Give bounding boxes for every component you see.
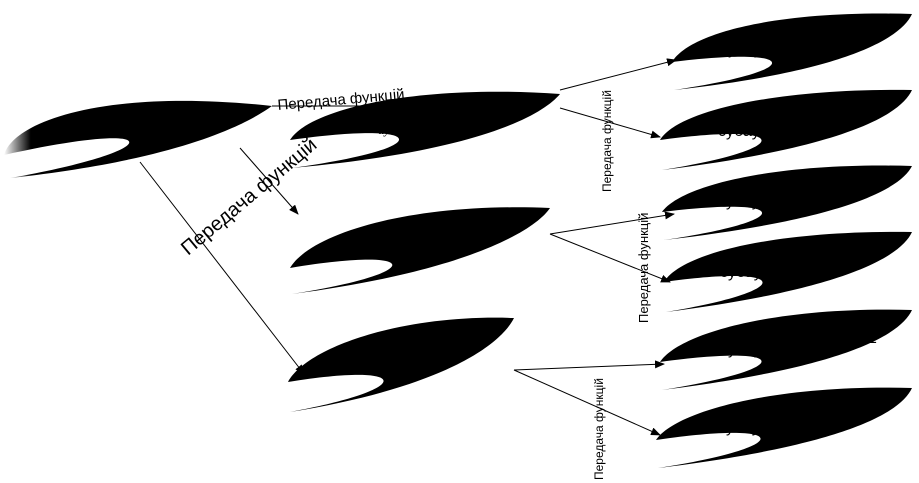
client-label: замовник	[92, 121, 149, 136]
subcontractor-label: субаутсорсер	[720, 264, 821, 281]
subcontractor-index: n	[854, 405, 863, 424]
subcontractor-label: субаутсорсер	[720, 41, 821, 58]
outsourcer-shape	[288, 317, 514, 412]
edge-label-outsourcer-n: Передача функцій	[592, 378, 606, 480]
outsourcer-index: n	[458, 338, 467, 357]
subcontractor-shape	[660, 309, 912, 390]
outsourcer-shape	[290, 91, 560, 168]
edge-label-client-diagonal: Передача функцій	[177, 134, 321, 260]
outsourcer-index: 1	[468, 106, 477, 125]
subcontractor-node-1: субаутсорсер 1	[672, 13, 912, 90]
subcontractor-shape	[672, 13, 912, 90]
outsourcer-label: аутсорсер	[378, 347, 432, 362]
outsourcer-node-2: аутсорсер 2	[290, 207, 550, 294]
outsourcer-index: 2	[466, 231, 475, 250]
subcontractor-label: субаутсорсер	[718, 123, 819, 140]
edge-outsourcer-2-sub-3	[549, 211, 675, 235]
outsourcer-shape	[290, 207, 550, 294]
subcontractor-index: 1	[852, 29, 861, 46]
subcontractor-index: n	[858, 109, 867, 128]
edge-label-outsourcer-1: Передача функцій	[600, 90, 614, 192]
edge-outsourcer-2-sub-4	[549, 233, 671, 283]
subcontractor-node-3: субаутсорсер 1	[662, 165, 912, 240]
edge-label-outsourcer-2: Передача функцій	[636, 213, 651, 323]
edge-client-outsourcer-2	[239, 147, 299, 215]
outsourcer-label: аутсорсер	[378, 238, 432, 253]
edge-outsourcer-1-sub-1	[559, 58, 677, 91]
client-node: замовник	[4, 100, 272, 178]
subcontractor-shape	[664, 231, 912, 312]
subcontractor-index: 1	[868, 330, 877, 347]
outsourcer-label: аутсорсер	[378, 122, 432, 137]
client-shape	[4, 100, 272, 178]
subcontractor-index: 1	[860, 182, 869, 199]
edge-outsourcer-n-sub-5	[513, 360, 665, 371]
outsourcer-node-n: аутсорсер n	[288, 317, 514, 412]
subcontractor-index: n	[860, 251, 869, 270]
subcontractor-node-5: субаутсорсер 1	[660, 309, 912, 390]
connector-lines	[139, 58, 677, 436]
outsourcer-node-1: аутсорсер 1	[290, 91, 560, 168]
subcontractor-label: субаутсорсер	[718, 193, 819, 210]
subcontractor-node-6: субаутсорсер n	[656, 387, 912, 468]
subcontractor-shape	[660, 89, 912, 170]
edge-outsourcer-1-sub-2	[559, 107, 661, 139]
edge-client-outsourcer-n	[139, 161, 305, 375]
subcontractor-label: субаутсорсер	[720, 341, 821, 358]
subcontractor-node-4: субаутсорсер n	[664, 231, 912, 312]
subcontractor-shape	[656, 387, 912, 468]
subcontractor-node-2: субаутсорсер n	[660, 89, 912, 170]
edge-outsourcer-n-sub-6	[513, 369, 661, 436]
subcontractor-label: субаутсорсер	[718, 419, 819, 436]
subcontractor-shape	[662, 165, 912, 240]
